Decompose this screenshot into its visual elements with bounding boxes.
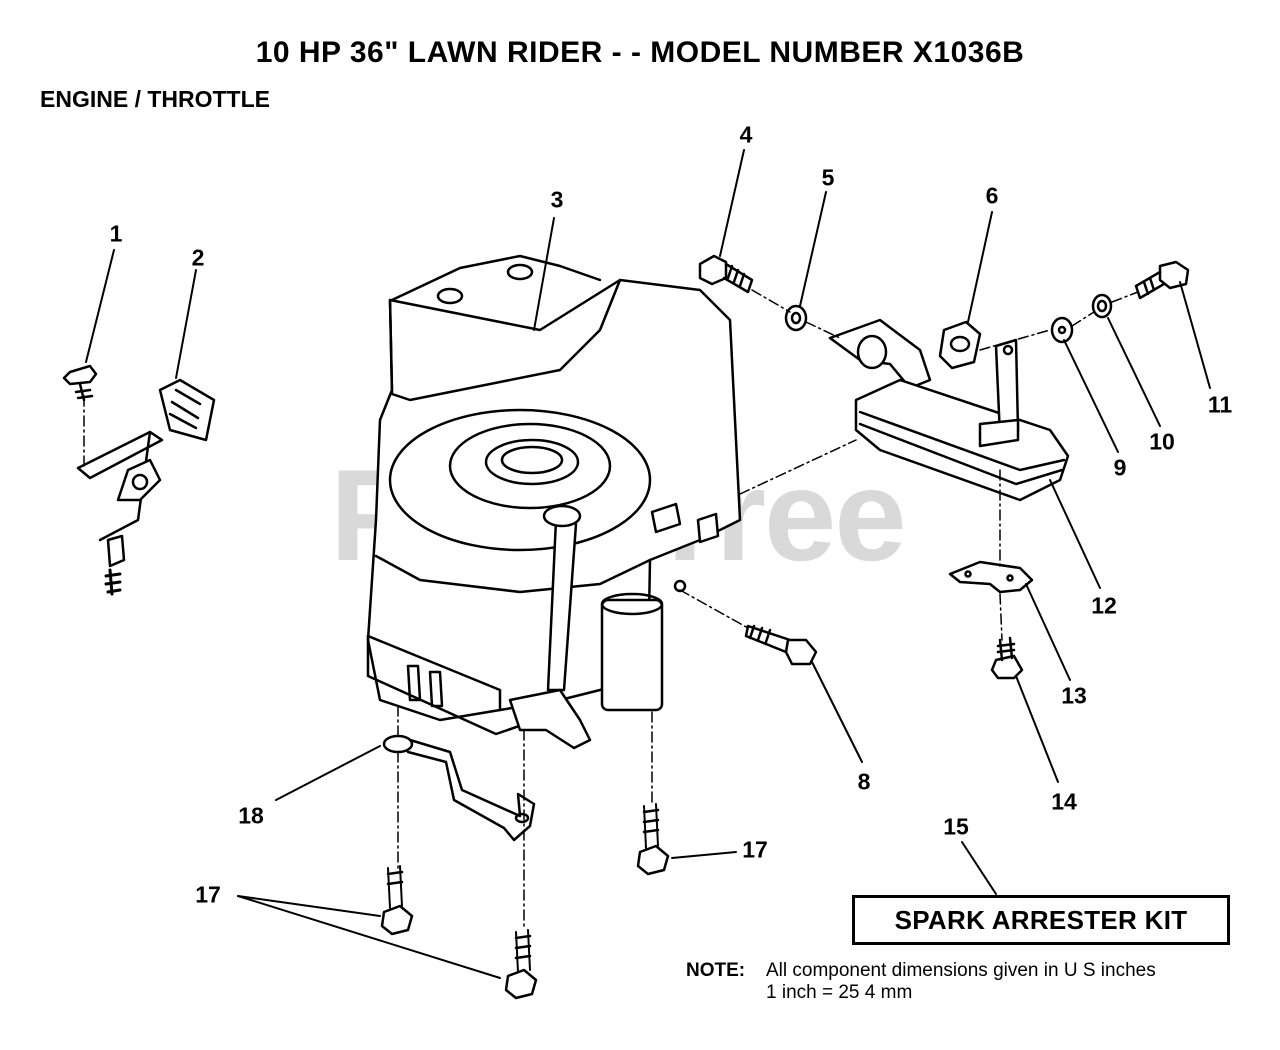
callout-label: 3: [550, 186, 564, 213]
callout-label: 17: [742, 836, 768, 863]
section-title: ENGINE / THROTTLE: [40, 86, 270, 112]
callout-label: 13: [1061, 682, 1087, 709]
part-2-throttle-bracket: [76, 378, 216, 596]
leader-lines: [85, 149, 1211, 979]
part-8-bolt: [744, 624, 818, 666]
part-12-muffler: [828, 318, 1070, 502]
callout-label: 11: [1207, 391, 1233, 418]
part-18-bracket: [382, 734, 536, 842]
callout-label: 1: [109, 220, 123, 247]
note-line-2: 1 inch = 25 4 mm: [766, 982, 913, 1003]
part-4-bolt: [698, 254, 754, 294]
callout-label: 18: [238, 802, 264, 829]
note-line-1: All component dimensions given in U S in…: [766, 960, 1156, 981]
part-13-deflector: [948, 560, 1034, 594]
note-label: NOTE:: [686, 960, 746, 981]
part-11-bolt: [1134, 260, 1190, 300]
part-9-washer: [1050, 316, 1074, 344]
spark-arrester-kit-box: SPARK ARRESTER KIT: [852, 895, 1230, 945]
callout-label: 5: [821, 164, 835, 191]
callout-label: 2: [191, 244, 205, 271]
callout-label: 6: [985, 182, 999, 209]
part-5-washer: [784, 304, 808, 332]
callout-label: 17: [195, 881, 221, 908]
callout-label: 15: [943, 813, 969, 840]
kit-label: SPARK ARRESTER KIT: [894, 904, 1188, 935]
part-6-gasket: [938, 320, 982, 370]
dimension-note: NOTE: All component dimensions given in U…: [686, 960, 1156, 1004]
callout-label: 8: [857, 768, 871, 795]
diagram-title: 10 HP 36" LAWN RIDER - - MODEL NUMBER X1…: [255, 36, 1025, 69]
alignment-lines: [83, 289, 1139, 931]
callout-label: 12: [1091, 592, 1117, 619]
part-10-lockwasher: [1091, 293, 1113, 319]
part-3-engine: [366, 254, 742, 750]
callout-label: 4: [739, 121, 753, 148]
callout-label: 10: [1149, 428, 1175, 455]
callout-label: 14: [1051, 788, 1077, 815]
part-1-bolt: [62, 364, 98, 402]
part-17-bolts: [380, 803, 670, 1000]
callout-label: 9: [1113, 454, 1127, 481]
part-14-screw: [990, 636, 1024, 680]
